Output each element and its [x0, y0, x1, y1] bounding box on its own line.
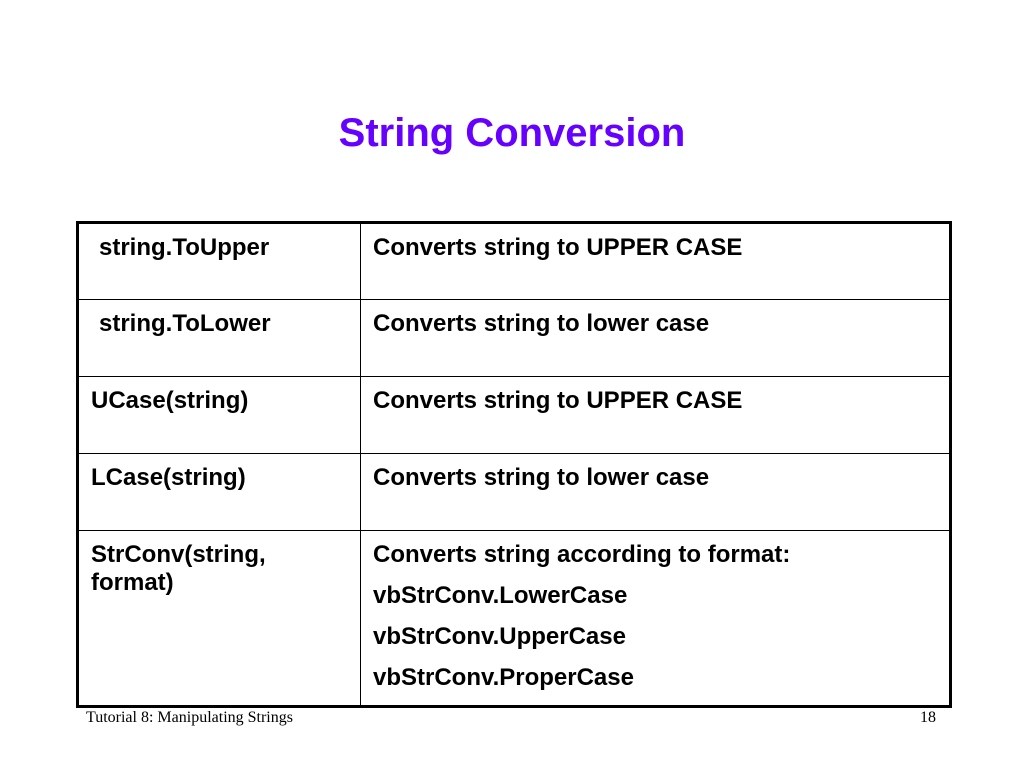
function-name: string.ToUpper: [99, 234, 270, 261]
function-name: UCase(string): [91, 387, 249, 414]
function-cell: StrConv(string, format): [77, 530, 361, 707]
description-text: Converts string according to format:: [373, 541, 791, 568]
table-row: UCase(string) Converts string to UPPER C…: [77, 376, 951, 454]
function-name: string.ToLower: [99, 310, 271, 337]
slide-number: 18: [920, 709, 936, 726]
function-cell: string.ToLower: [77, 299, 361, 377]
table-row: string.ToUpper Converts string to UPPER …: [77, 222, 951, 300]
format-option-uppercase: vbStrConv.UpperCase: [373, 623, 626, 650]
description-cell: Converts string according to format: vbS…: [360, 530, 951, 707]
function-cell: LCase(string): [77, 453, 361, 531]
description-text: Converts string to UPPER CASE: [373, 234, 743, 261]
description-cell: Converts string to lower case: [360, 299, 951, 377]
function-name: LCase(string): [91, 464, 246, 491]
string-conversion-table: string.ToUpper Converts string to UPPER …: [76, 221, 952, 708]
table-row: StrConv(string, format) Converts string …: [77, 530, 951, 707]
footer-tutorial-title: Tutorial 8: Manipulating Strings: [86, 709, 293, 726]
description-cell: Converts string to lower case: [360, 453, 951, 531]
function-cell: string.ToUpper: [77, 222, 361, 300]
description-cell: Converts string to UPPER CASE: [360, 376, 951, 454]
description-cell: Converts string to UPPER CASE: [360, 222, 951, 300]
function-cell: UCase(string): [77, 376, 361, 454]
table-row: LCase(string) Converts string to lower c…: [77, 453, 951, 531]
table-row: string.ToLower Converts string to lower …: [77, 299, 951, 377]
format-option-propercase: vbStrConv.ProperCase: [373, 664, 634, 691]
description-text: Converts string to lower case: [373, 310, 710, 337]
format-option-lowercase: vbStrConv.LowerCase: [373, 582, 628, 609]
description-text: Converts string to UPPER CASE: [373, 387, 743, 414]
slide-title: String Conversion: [338, 111, 686, 155]
function-name: StrConv(string, format): [91, 541, 266, 596]
description-text: Converts string to lower case: [373, 464, 710, 491]
